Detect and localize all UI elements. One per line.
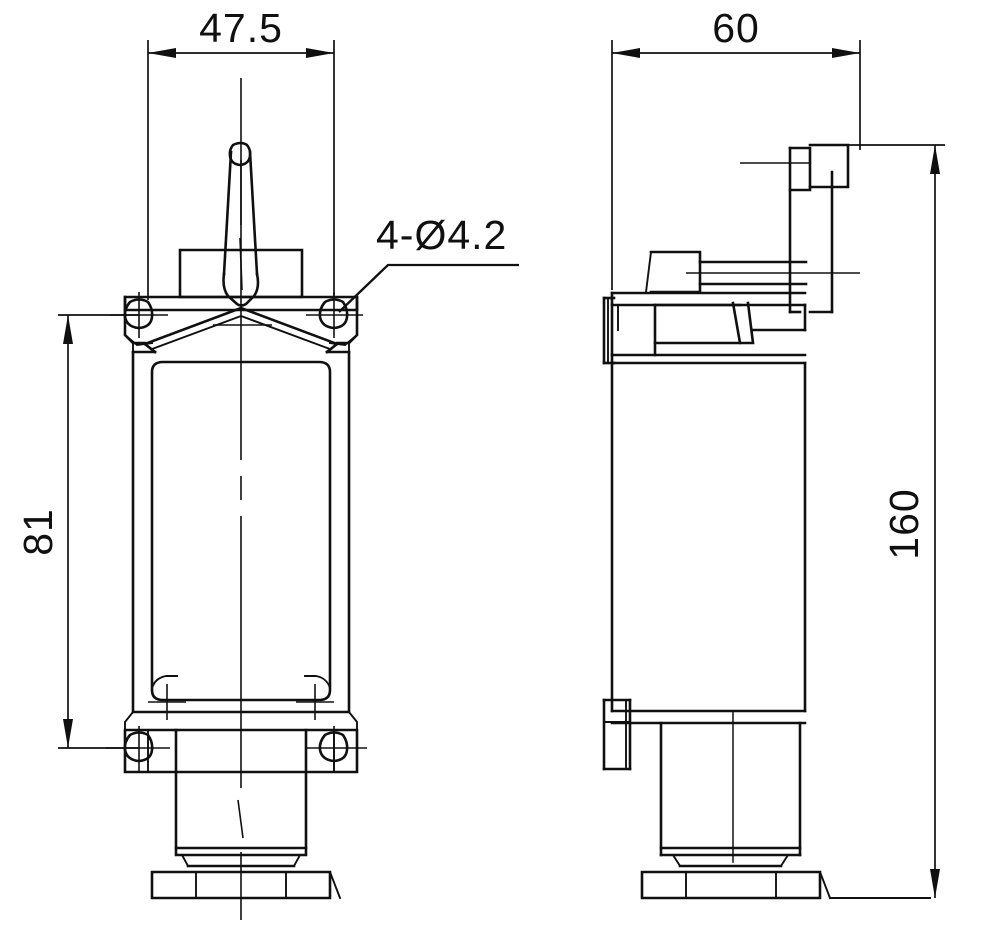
dimension-label-81: 81 (15, 508, 61, 556)
side-cover-lip-bottom (602, 698, 632, 771)
dimension-width-47-5: 47.5 (147, 5, 335, 300)
front-view (106, 78, 367, 920)
callout-label-4-dia-4-2: 4-Ø4.2 (376, 212, 507, 258)
dimension-depth-60: 60 (611, 5, 861, 290)
upper-mounting-flange (123, 295, 359, 353)
enclosure-top-bevel (143, 306, 339, 354)
side-top-flange (610, 291, 807, 331)
dimension-height-81: 81 (15, 314, 138, 749)
dimension-height-160: 160 (848, 144, 945, 898)
side-view (602, 143, 931, 900)
cover-screw-bottom-right (296, 684, 334, 720)
enclosure-body-outer (131, 350, 351, 714)
side-head-body (610, 301, 807, 365)
dimension-label-160: 160 (881, 488, 927, 559)
side-lever-arm (740, 143, 850, 314)
actuator-lever (222, 141, 260, 307)
bottom-foot-plate (150, 870, 342, 900)
enclosure-cover-panel (150, 360, 332, 702)
cable-gland-boss (174, 728, 308, 868)
side-actuator-head (644, 250, 860, 294)
mounting-hole-bottom-right (306, 726, 367, 772)
dimension-label-60: 60 (712, 5, 760, 51)
cover-screw-bottom-left (148, 684, 186, 720)
side-enclosure-body (610, 361, 807, 725)
dimension-label-47-5: 47.5 (199, 5, 283, 51)
side-cable-gland (659, 710, 802, 868)
mounting-hole-bottom-left (106, 726, 170, 772)
side-bottom-foot-plate (640, 870, 931, 900)
callout-hole-4-dia-4-2: 4-Ø4.2 (338, 212, 519, 313)
